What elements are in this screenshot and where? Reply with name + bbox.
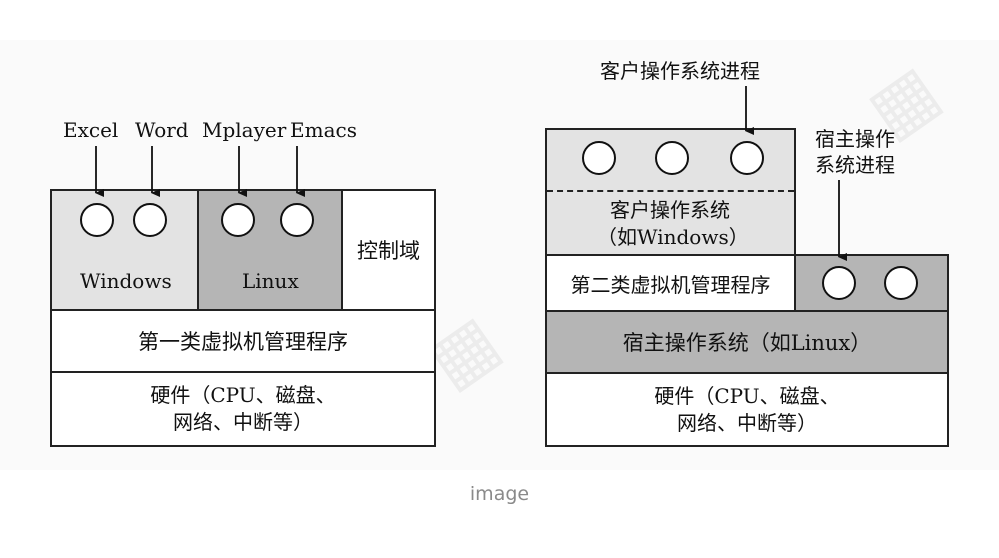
host-os-box: 宿主操作系统（如Linux） xyxy=(545,310,949,374)
app-label-emacs: Emacs xyxy=(290,118,357,142)
process-circle xyxy=(221,203,255,237)
guest-os-label-line2: （如Windows） xyxy=(597,225,749,249)
guest-process-label: 客户操作系统进程 xyxy=(600,59,760,83)
process-circle xyxy=(655,141,689,175)
host-os-label: 宿主操作系统（如Linux） xyxy=(622,331,872,355)
left-hardware-line1: 硬件（CPU、磁盘、 xyxy=(150,383,336,407)
guest-os-label-line1: 客户操作系统 xyxy=(610,198,730,222)
control-domain-label: 控制域 xyxy=(357,239,420,263)
process-circle xyxy=(730,141,764,175)
process-circle xyxy=(884,266,918,300)
guest-process-divider xyxy=(547,190,794,192)
host-process-label-line2: 系统进程 xyxy=(815,153,895,177)
linux-label: Linux xyxy=(242,269,299,293)
type1-hypervisor-label: 第一类虚拟机管理程序 xyxy=(138,330,348,354)
process-circle xyxy=(822,266,856,300)
host-process-label-line1: 宿主操作 xyxy=(815,127,895,151)
windows-vm-box xyxy=(50,189,199,311)
process-circle xyxy=(582,141,616,175)
left-hardware-line2: 网络、中断等） xyxy=(173,410,313,434)
right-hardware-line2: 网络、中断等） xyxy=(677,410,817,435)
right-hardware-box: 硬件（CPU、磁盘、 网络、中断等） xyxy=(545,372,949,447)
app-label-excel: Excel xyxy=(63,118,119,142)
right-hardware-line1: 硬件（CPU、磁盘、 xyxy=(654,383,840,408)
type2-hypervisor-label: 第二类虚拟机管理程序 xyxy=(570,272,771,297)
app-label-word: Word xyxy=(135,118,189,142)
process-circle xyxy=(133,203,167,237)
windows-label: Windows xyxy=(80,269,172,293)
process-circle xyxy=(80,203,114,237)
image-caption: image xyxy=(469,483,530,505)
control-domain-box: 控制域 xyxy=(341,189,436,311)
process-circle xyxy=(280,203,314,237)
type1-hypervisor-box: 第一类虚拟机管理程序 xyxy=(50,309,436,373)
app-label-mplayer: Mplayer xyxy=(202,118,287,142)
left-hardware-box: 硬件（CPU、磁盘、 网络、中断等） xyxy=(50,371,436,447)
